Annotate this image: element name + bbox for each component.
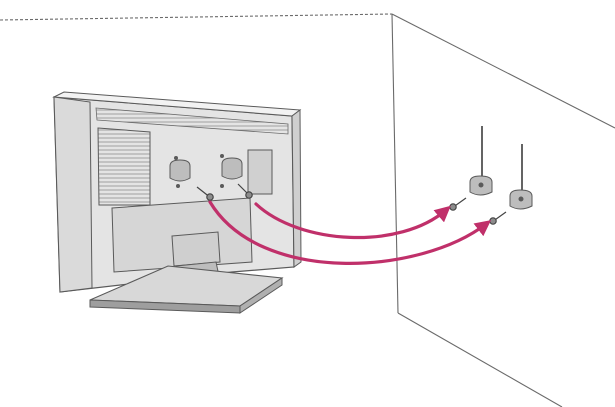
mount-dot [176,184,180,188]
vent-grille [97,127,151,206]
ceiling-line-left [0,13,393,21]
ceiling-line-right [391,13,615,129]
bracket-icon [169,157,243,182]
vent-grille-top [95,107,289,135]
tv-left-bezel [53,96,93,293]
tv-side-edge [291,109,302,268]
tv-bracket-left [169,159,191,182]
screw-icon [196,183,253,201]
string-icon [481,126,523,192]
bracket-icon [469,175,533,210]
connector-box [247,149,273,195]
tv-bracket-right [221,157,243,180]
mount-dot [174,156,178,160]
tv-screw-right-head [245,191,253,199]
mount-dot [220,184,224,188]
mount-dot [220,154,224,158]
wall-bracket-right-hole [518,196,524,202]
tv-stand [89,231,284,314]
floor-line-right [397,312,563,407]
tv-screw-left-head [206,193,214,201]
curved-arrow-icon [208,200,492,265]
wall-screw-left-head [449,203,457,211]
screw-icon [449,197,507,225]
arrow-upper [254,202,451,240]
stand-neck [171,231,221,267]
wall-corner-edge [391,13,399,314]
arrow-lower [208,200,492,265]
wall-screw-right-head [489,217,497,225]
stand-base-side [239,277,283,314]
wall-bracket-left-hole [478,182,484,188]
room-walls [0,13,615,407]
